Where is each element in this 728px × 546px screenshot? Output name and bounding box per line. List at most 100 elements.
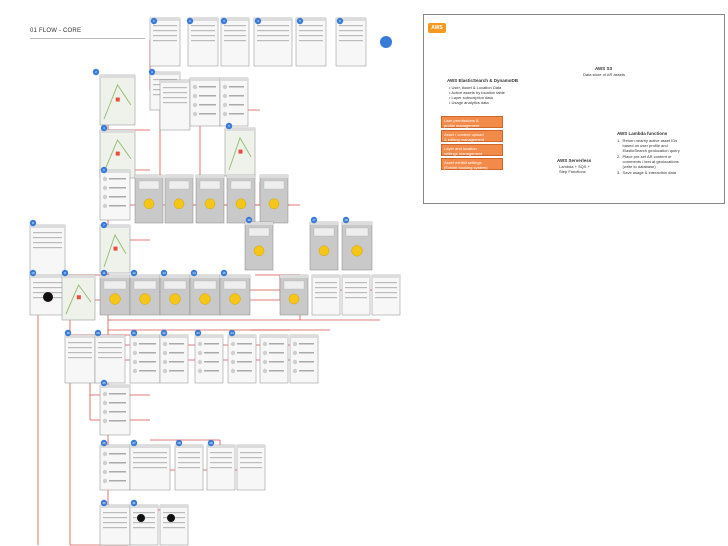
emoji-icon (109, 293, 121, 305)
text-line (169, 352, 184, 354)
text-line (224, 40, 246, 42)
profile-avatar (102, 203, 108, 209)
profile-avatar (230, 350, 236, 356)
text-line (33, 232, 62, 234)
profile-avatar (197, 341, 203, 347)
step-badge (296, 17, 304, 25)
text-line (191, 35, 215, 37)
profile-avatar (192, 84, 198, 90)
status-bar (237, 445, 265, 448)
step-number: 1 (153, 19, 155, 23)
aws-logo-badge: AWS (428, 23, 446, 33)
status-bar (227, 175, 255, 178)
text-line (299, 370, 314, 372)
profile-avatar (292, 341, 298, 347)
text-line (204, 352, 219, 354)
profile-avatar (162, 350, 168, 356)
status-bar (195, 335, 223, 338)
step-number: 5 (299, 19, 301, 23)
screen-frame (129, 504, 159, 546)
profile-avatar (102, 469, 108, 475)
text-line (139, 370, 156, 372)
status-bar (100, 505, 130, 508)
status-bar (254, 18, 292, 21)
text-line (178, 462, 200, 464)
step-badge (100, 166, 108, 174)
profile-avatar (132, 368, 138, 374)
status-bar (30, 275, 65, 278)
text-line (33, 237, 62, 239)
perm-box-exhibit: Asset exhibit settings(Exhibit booking s… (441, 158, 503, 170)
text-line (178, 452, 200, 454)
emoji-icon (318, 245, 330, 257)
status-bar (160, 275, 190, 278)
status-bar (220, 78, 248, 81)
text-line (103, 512, 127, 514)
text-line (269, 343, 284, 345)
db-item-3: • Layer subscription data (449, 95, 493, 100)
text-line (237, 343, 252, 345)
text-line (68, 342, 92, 344)
step-badge (342, 216, 350, 224)
text-line (315, 297, 337, 299)
map-road (65, 284, 92, 315)
dialog-card (230, 180, 252, 190)
s3-title: AWS S3 (595, 66, 613, 71)
text-line (109, 411, 126, 413)
profile-avatar (262, 341, 268, 347)
lambda-item-5: comments / text at geolocations (617, 159, 679, 164)
screen-frame (29, 224, 66, 281)
map-road (103, 138, 132, 173)
status-bar (372, 275, 400, 278)
step-number: 16 (247, 218, 251, 222)
profile-avatar (262, 368, 268, 374)
text-line (257, 40, 289, 42)
status-bar (310, 222, 338, 225)
dialog-card (263, 180, 285, 190)
text-line (68, 352, 92, 354)
db-title: AWS ElasticSearch & DynamoDB (447, 78, 519, 83)
step-number: 13 (162, 271, 166, 275)
profile-avatar (102, 418, 108, 424)
dialog-card (313, 227, 335, 237)
text-line (153, 25, 177, 27)
text-line (299, 30, 323, 32)
step-number: 4 (103, 126, 105, 130)
text-line (109, 480, 126, 482)
text-line (109, 462, 126, 464)
step-badge (64, 329, 72, 337)
text-line (229, 104, 244, 106)
text-line (299, 35, 323, 37)
text-line (33, 247, 62, 249)
step-badge (207, 439, 215, 447)
emoji-icon (268, 198, 280, 210)
text-line (163, 102, 187, 104)
text-line (257, 30, 289, 32)
text-line (199, 95, 216, 97)
text-line (169, 361, 184, 363)
step-badge (130, 269, 138, 277)
map-pin (238, 149, 243, 154)
status-bar (312, 275, 340, 278)
perm-box-asset: Asset / content upload& editing manageme… (441, 130, 503, 142)
profile-avatar (197, 350, 203, 356)
profile-avatar (162, 359, 168, 365)
text-line (204, 361, 219, 363)
perm-box-user: User permissions &profile management (441, 116, 503, 128)
map-pin (115, 97, 120, 102)
status-bar (160, 335, 188, 338)
profile-avatar (102, 185, 108, 191)
emoji-icon (173, 198, 185, 210)
status-bar (65, 335, 95, 338)
text-line (153, 40, 177, 42)
status-bar (95, 335, 125, 338)
profile-avatar (222, 102, 228, 108)
profile-avatar (292, 368, 298, 374)
text-line (153, 35, 177, 37)
screen-frame (159, 504, 189, 546)
step-number: 25 (102, 381, 106, 385)
status-bar (225, 128, 255, 131)
text-line (315, 292, 337, 294)
text-line (210, 457, 232, 459)
